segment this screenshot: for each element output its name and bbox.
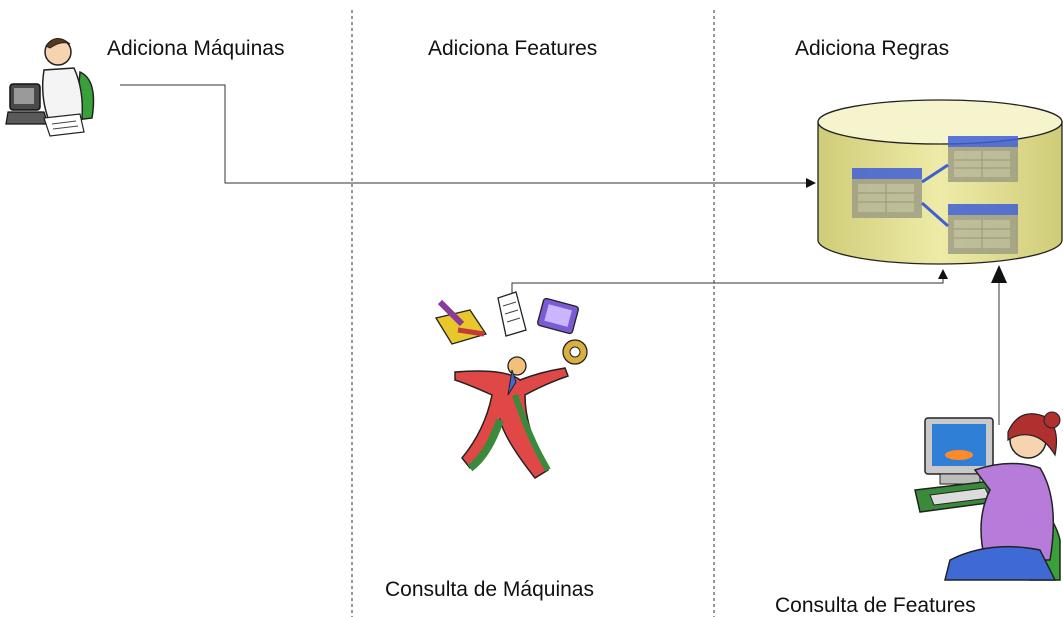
connector-machines-to-database <box>120 84 816 188</box>
column-title-adiciona-regras: Adiciona Regras <box>795 37 949 60</box>
database-table-icon <box>948 136 1018 182</box>
column-title-adiciona-features: Adiciona Features <box>428 37 597 60</box>
juggling-person-icon <box>434 291 588 479</box>
connector-features-to-database <box>511 269 948 295</box>
database-table-icon <box>948 204 1018 254</box>
gear-icon <box>562 339 588 365</box>
database-cylinder-icon <box>817 99 1063 265</box>
label-consulta-de-maquinas: Consulta de Máquinas <box>385 578 594 601</box>
column-title-adiciona-maquinas: Adiciona Máquinas <box>107 37 284 60</box>
woman-at-computer-icon <box>914 411 1061 581</box>
label-consulta-de-features-visible: Consulta de Features <box>775 594 976 617</box>
monitor-icon <box>537 297 579 335</box>
man-at-computer-icon <box>5 38 95 137</box>
document-icon <box>497 291 527 337</box>
database-table-icon <box>852 168 922 218</box>
arrowhead-up <box>991 265 1007 283</box>
stapler-icon <box>434 299 488 345</box>
